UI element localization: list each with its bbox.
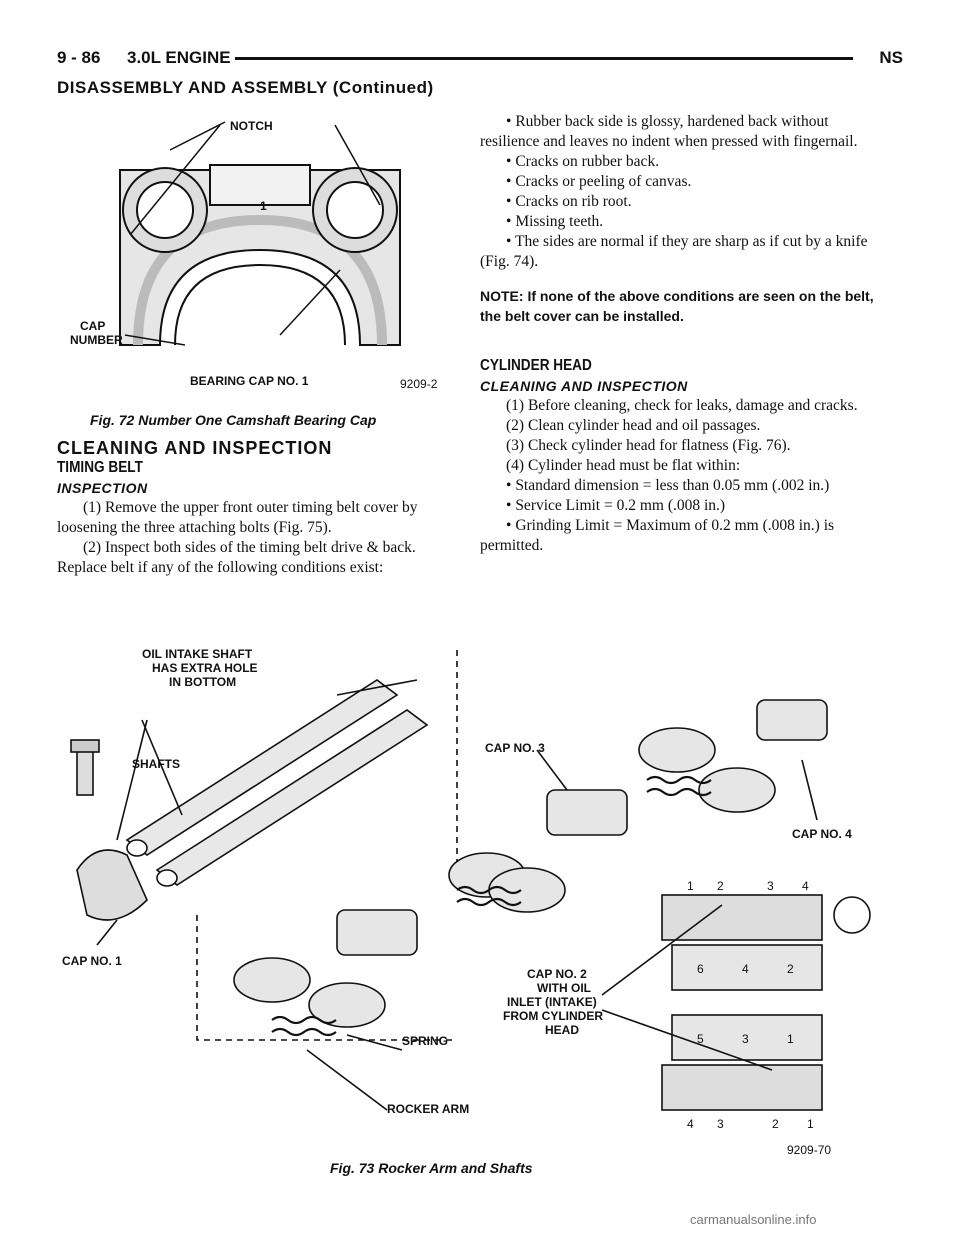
- heading-timing-belt: TIMING BELT: [57, 459, 143, 476]
- belt-bullet-3: • Cracks or peeling of canvas.: [506, 173, 692, 190]
- fig73-label-shafts: SHAFTS: [132, 757, 180, 771]
- fig73-bottom-num-4: 4: [687, 1117, 694, 1131]
- fig73-label-cap4: CAP NO. 4: [792, 827, 852, 841]
- fig73-label-oil-intake-3: IN BOTTOM: [169, 675, 236, 689]
- belt-bullet-1: • Rubber back side is glossy, hardened b…: [480, 113, 858, 150]
- figure-73-rocker-arm-shafts: OIL INTAKE SHAFT HAS EXTRA HOLE IN BOTTO…: [62, 647, 871, 1157]
- fig73-top-num-1: 1: [687, 879, 694, 893]
- belt-note: NOTE: If none of the above conditions ar…: [480, 288, 874, 324]
- belt-bullet-5: • Missing teeth.: [506, 213, 604, 230]
- fig72-cap-label-1: CAP: [80, 319, 105, 333]
- right-column: • Rubber back side is glossy, hardened b…: [480, 112, 875, 556]
- page-number: 9 - 86: [57, 48, 101, 67]
- cyl-step-2: (2) Clean cylinder head and oil passages…: [506, 417, 761, 434]
- fig73-label-rocker-arm: ROCKER ARM: [387, 1102, 469, 1116]
- fig73-label-cap2-4: FROM CYLINDER: [503, 1009, 603, 1023]
- timing-step-2: (2) Inspect both sides of the timing bel…: [57, 539, 416, 576]
- left-column: CLEANING AND INSPECTION TIMING BELT INSP…: [57, 438, 457, 578]
- heading-cylinder-cleaning: CLEANING AND INSPECTION: [480, 378, 688, 394]
- fig73-label-oil-intake-2: HAS EXTRA HOLE: [152, 661, 258, 675]
- fig73-lower-cyl-5: 5: [697, 1032, 704, 1046]
- belt-bullet-2: • Cracks on rubber back.: [506, 153, 660, 170]
- cyl-spec-2: • Service Limit = 0.2 mm (.008 in.): [506, 497, 726, 514]
- heading-cleaning-inspection: CLEANING AND INSPECTION: [57, 438, 333, 458]
- fig73-lower-cyl-3: 3: [742, 1032, 749, 1046]
- cyl-step-1: (1) Before cleaning, check for leaks, da…: [506, 397, 858, 414]
- watermark: carmanualsonline.info: [690, 1212, 817, 1227]
- fig72-bearing-cap-label: BEARING CAP NO. 1: [190, 374, 309, 388]
- cyl-step-4: (4) Cylinder head must be flat within:: [506, 457, 741, 474]
- fig73-label-spring: SPRING: [402, 1034, 448, 1048]
- cyl-spec-3: • Grinding Limit = Maximum of 0.2 mm (.0…: [480, 517, 835, 554]
- fig73-upper-cyl-2: 2: [787, 962, 794, 976]
- header-title: 3.0L ENGINE: [127, 48, 231, 67]
- fig73-label-cap3: CAP NO. 3: [485, 741, 545, 755]
- cyl-spec-1: • Standard dimension = less than 0.05 mm…: [506, 477, 830, 494]
- fig72-numeral: 1: [260, 199, 267, 213]
- fig72-code: 9209-2: [400, 377, 438, 391]
- fig73-top-num-3: 3: [767, 879, 774, 893]
- fig73-upper-cyl-4: 4: [742, 962, 749, 976]
- header-vehicle: NS: [879, 48, 903, 67]
- fig73-top-num-2: 2: [717, 879, 724, 893]
- belt-bullet-6: • The sides are normal if they are sharp…: [480, 233, 868, 270]
- fig72-cap-label-2: NUMBER: [70, 333, 123, 347]
- fig73-upper-cyl-6: 6: [697, 962, 704, 976]
- fig73-label-cap1: CAP NO. 1: [62, 954, 122, 968]
- header-rule: [235, 57, 853, 60]
- fig73-top-num-4: 4: [802, 879, 809, 893]
- fig73-bottom-num-2: 2: [772, 1117, 779, 1131]
- fig73-code: 9209-70: [787, 1143, 831, 1157]
- fig72-label-notch: NOTCH: [230, 119, 273, 133]
- cyl-step-3: (3) Check cylinder head for flatness (Fi…: [506, 437, 791, 454]
- fig73-bottom-num-3: 3: [717, 1117, 724, 1131]
- fig73-lower-cyl-1: 1: [787, 1032, 794, 1046]
- fig73-label-cap2-2: WITH OIL: [537, 981, 591, 995]
- fig73-label-cap2-1: CAP NO. 2: [527, 967, 587, 981]
- figure-72-bearing-cap: NOTCH 1 CAP NUMBER BEARING CAP NO. 1 920…: [70, 119, 438, 391]
- fig72-caption: Fig. 72 Number One Camshaft Bearing Cap: [90, 412, 377, 428]
- timing-step-1: (1) Remove the upper front outer timing …: [57, 499, 418, 536]
- page-header: 9 - 86 3.0L ENGINE NS: [57, 48, 903, 70]
- fig73-label-oil-intake-1: OIL INTAKE SHAFT: [142, 647, 253, 661]
- belt-bullet-4: • Cracks on rib root.: [506, 193, 632, 210]
- heading-inspection: INSPECTION: [57, 480, 148, 496]
- fig73-caption: Fig. 73 Rocker Arm and Shafts: [330, 1160, 533, 1176]
- fig73-label-cap2-3: INLET (INTAKE): [507, 995, 597, 1009]
- heading-cylinder-head: CYLINDER HEAD: [480, 357, 592, 374]
- fig73-bottom-num-1: 1: [807, 1117, 814, 1131]
- section-title: DISASSEMBLY AND ASSEMBLY (Continued): [57, 78, 434, 97]
- fig73-label-cap2-5: HEAD: [545, 1023, 579, 1037]
